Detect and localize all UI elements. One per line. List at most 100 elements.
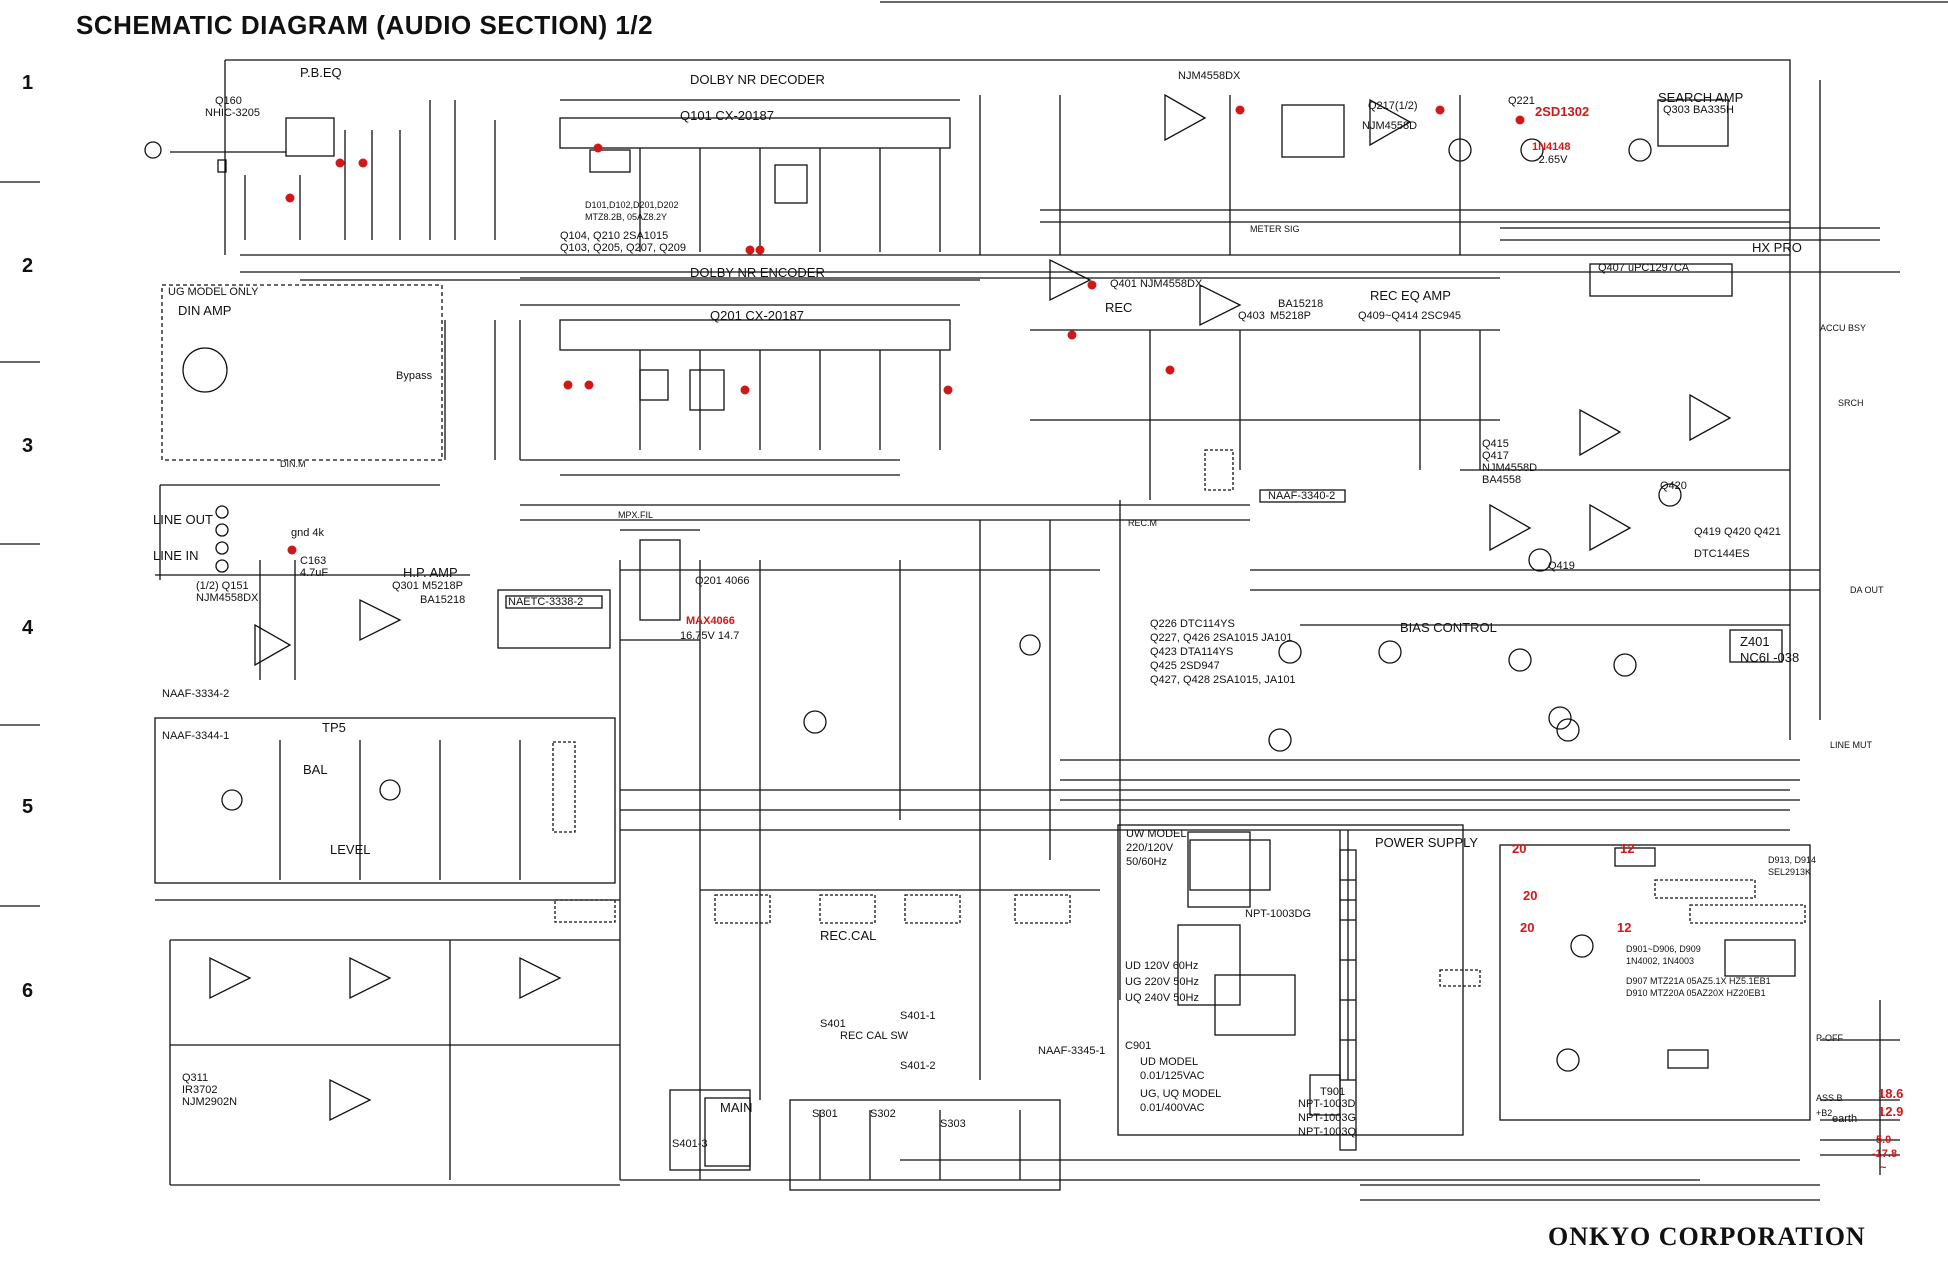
voltage-20b: 20 [1523, 888, 1538, 903]
q201-label: Q201 CX-20187 [710, 308, 804, 323]
naaf3340-label: NAAF-3340-2 [1268, 490, 1336, 502]
line-mut-label: LINE MUT [1830, 740, 1873, 750]
p-off-label: P-OFF [1816, 1033, 1843, 1043]
njm-top-label: NJM4558DX [1178, 70, 1241, 82]
acc-bsy-label: ACCU BSY [1820, 323, 1867, 333]
mpx-fil-label: MPX.FIL [618, 510, 654, 520]
q103-label: Q103, Q205, Q207, Q209 [560, 242, 686, 254]
d101-label: D101,D102,D201,D202 [585, 200, 679, 210]
rec-label: REC [1105, 300, 1133, 315]
s401-2-label: S401-2 [900, 1060, 936, 1072]
srch-label: SRCH [1838, 398, 1864, 408]
s401-label: S401 [820, 1018, 846, 1030]
in4002-label: 1N4002, 1N4003 [1626, 956, 1695, 966]
s303-label: S303 [940, 1118, 966, 1130]
q401-label: Q401 NJM4558DX [1110, 278, 1203, 290]
d907-label: D907 MTZ21A 05AZ5.1X HZ5.1EB1 [1626, 976, 1771, 986]
t901-label: T901 [1320, 1086, 1346, 1098]
q407-label: Q407 uPC1297CA [1598, 262, 1690, 274]
s401-3-label: S401-3 [672, 1138, 708, 1150]
q421-label: Q419 Q420 Q421 [1694, 526, 1781, 538]
c163v-label: 4.7uF [300, 567, 329, 579]
z401-label: Z401 [1740, 634, 1770, 649]
bal-label: BAL [303, 762, 328, 777]
q301-label: Q301 M5218P [392, 580, 463, 592]
voltage-12b: 12 [1617, 920, 1632, 935]
q423-label: Q423 DTA114YS [1150, 646, 1234, 658]
naetc3338-label: NAETC-3338-2 [508, 596, 584, 608]
uw-model-label: UW MODEL [1126, 828, 1187, 840]
q420-label: Q420 [1660, 480, 1687, 492]
naaf3334-label: NAAF-3334-2 [162, 688, 230, 700]
naaf3344-label: NAAF-3344-1 [162, 730, 230, 742]
q303-label: Q303 BA335H [1663, 104, 1734, 116]
dtc144es-label: DTC144ES [1694, 548, 1750, 560]
main-label: MAIN [720, 1100, 753, 1115]
dolby-encoder-label: DOLBY NR ENCODER [690, 265, 825, 280]
row-mark-6: 6 [22, 980, 34, 1002]
row-mark-3: 3 [22, 435, 34, 457]
in4148-label: 1N4148 [1532, 141, 1571, 153]
c901-label: C901 [1125, 1040, 1152, 1052]
meter-sig-label: METER SIG [1250, 224, 1300, 234]
level-label: LEVEL [330, 842, 371, 857]
tp5-label: TP5 [322, 720, 346, 735]
voltage-20c: 20 [1520, 920, 1535, 935]
ud-model-label: UD MODEL [1140, 1056, 1199, 1068]
rec-cal-sw-label: REC CAL SW [840, 1030, 909, 1042]
row-mark-4: 4 [22, 617, 34, 639]
ir3702-label: IR3702 [182, 1084, 218, 1096]
da-out-label: DA OUT [1850, 585, 1884, 595]
q101-label: Q101 CX-20187 [680, 108, 774, 123]
din-amp-label: DIN AMP [178, 303, 232, 318]
ba15218b-label: BA15218 [420, 594, 466, 606]
njm4558d-label: NJM4558D [1362, 120, 1418, 132]
q160-label: Q160 [215, 95, 242, 107]
gnd4k-label: gnd 4k [291, 527, 325, 539]
s401-1-label: S401-1 [900, 1010, 936, 1022]
earth-label: earth [1832, 1113, 1858, 1125]
bypass-label: Bypass [396, 370, 433, 382]
q419-label: Q419 [1548, 560, 1575, 572]
npt1003g-label: NPT-1003G [1298, 1112, 1357, 1124]
row-mark-5: 5 [22, 796, 34, 818]
rec-m-label: REC.M [1128, 518, 1157, 528]
row-mark-2: 2 [22, 255, 34, 277]
max4066-label: MAX4066 [686, 615, 735, 627]
ud-label: UD 120V 60Hz [1125, 960, 1199, 972]
uw-v-label: 220/120V [1126, 842, 1174, 854]
ba4558-label: BA4558 [1482, 474, 1522, 486]
q425-label: Q425 2SD947 [1150, 660, 1220, 672]
s302-label: S302 [870, 1108, 896, 1120]
d910-label: D910 MTZ20A 05AZ20X HZ20EB1 [1626, 988, 1766, 998]
b2sd-label: 2SD1302 [1535, 104, 1590, 119]
ba15218-label: BA15218 [1278, 298, 1324, 310]
dolby-decoder-label: DOLBY NR DECODER [690, 72, 825, 87]
nc6-label: NC6I -038 [1740, 650, 1800, 665]
pb-eq-label: P.B.EQ [300, 65, 342, 80]
line-in-label: LINE IN [153, 548, 199, 563]
q427-label: Q427, Q428 2SA1015, JA101 [1150, 674, 1296, 686]
q201-4066-label: Q201 4066 [695, 575, 750, 587]
ass-b-label: ASS.B [1816, 1093, 1843, 1103]
voltage-5-0: 5.0 [1876, 1134, 1892, 1146]
q417-label: Q417 [1482, 450, 1509, 462]
uq-label: UQ 240V 50Hz [1125, 992, 1199, 1004]
s301-label: S301 [812, 1108, 838, 1120]
d913-label: D913, D914 [1768, 855, 1817, 865]
q409-label: Q409~Q414 2SC945 [1358, 310, 1462, 322]
q227-label: Q227, Q426 2SA1015 JA101 [1150, 632, 1293, 644]
njm4558d-b-label: NJM4558D [1482, 462, 1538, 474]
voltage-12-9: 12.9 [1878, 1104, 1904, 1119]
voltage-18-6: 18.6 [1878, 1086, 1904, 1101]
nhic-label: NHIC-3205 [205, 107, 261, 119]
uw-hz-label: 50/60Hz [1126, 856, 1167, 868]
ug-model-only-label: UG MODEL ONLY [168, 286, 259, 298]
onkyo-corporation-logo: ONKYO CORPORATION [1548, 1222, 1866, 1251]
q311-label: Q311 [182, 1072, 209, 1084]
diagram-title: SCHEMATIC DIAGRAM (AUDIO SECTION) 1/2 [76, 10, 654, 40]
npt1003q-label: NPT-1003Q [1298, 1126, 1357, 1138]
naaf3345-label: NAAF-3345-1 [1038, 1045, 1106, 1057]
